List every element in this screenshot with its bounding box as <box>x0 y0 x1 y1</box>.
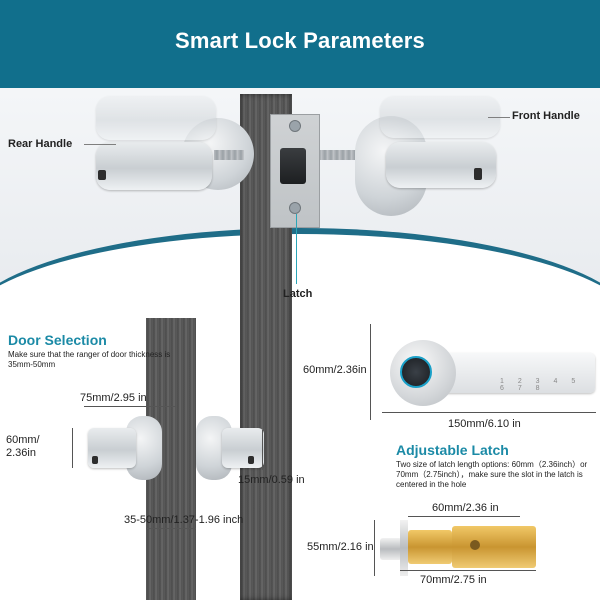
dim-width-line <box>84 406 176 407</box>
latch-label: Latch <box>283 288 313 300</box>
latch-70-line <box>400 570 536 571</box>
latch-height-line <box>374 520 375 576</box>
front-handle-leader <box>488 117 510 118</box>
rear-handle-reflection <box>96 96 216 140</box>
side-keyhole-right-icon <box>248 456 254 464</box>
latch-body-front <box>408 530 452 564</box>
rear-handle-keyhole-icon <box>98 170 106 180</box>
spindle-left <box>214 150 244 160</box>
front-handle-keyhole-icon <box>474 168 482 180</box>
rear-handle-lever <box>96 142 212 190</box>
dim-height-line <box>72 428 73 468</box>
title-banner: Smart Lock Parameters <box>0 0 600 88</box>
side-keyhole-left-icon <box>92 456 98 464</box>
dim-height-label-in: 2.36in <box>6 447 36 459</box>
latch-body-rear <box>452 526 536 568</box>
dim-width-label: 75mm/2.95 in <box>80 392 147 404</box>
keypad-rose <box>390 340 456 406</box>
latch-height-label: 55mm/2.16 in <box>307 541 374 553</box>
adjustable-latch-note: Two size of latch length options: 60mm（2… <box>396 460 588 489</box>
spindle-right <box>292 150 364 160</box>
front-handle-reflection <box>380 96 500 138</box>
keypad-lock-front-view: 1 2 3 4 5 6 7 8 <box>390 340 595 406</box>
screw-bottom-icon <box>289 202 301 214</box>
latch-bolt-head <box>380 538 402 560</box>
dim-thickness-line <box>146 528 196 529</box>
adjustable-latch-heading: Adjustable Latch <box>396 442 509 458</box>
door-selection-note: Make sure that the ranger of door thickn… <box>8 350 171 369</box>
screw-top-icon <box>289 120 301 132</box>
side-lever-right <box>222 428 264 468</box>
fingerprint-sensor-icon <box>400 356 432 388</box>
front-handle-label: Front Handle <box>512 110 580 122</box>
latch-70-label: 70mm/2.75 in <box>420 574 487 586</box>
curved-divider <box>0 228 600 434</box>
keypad-keys: 1 2 3 4 5 6 7 8 <box>500 378 582 392</box>
latch-bolt <box>280 148 306 184</box>
latch-60-label: 60mm/2.36 in <box>432 502 499 514</box>
latch-spindle-hole-icon <box>470 540 480 550</box>
keypad-lever: 1 2 3 4 5 6 7 8 <box>430 353 595 393</box>
front-height-line <box>370 324 371 420</box>
rear-handle-leader <box>84 144 116 145</box>
latch-60-line <box>408 516 520 517</box>
dim-height-label-mm: 60mm/ <box>6 434 40 446</box>
dim-thickness-label: 35-50mm/1.37-1.96 inch <box>124 514 244 526</box>
front-height-label: 60mm/2.36in <box>303 364 367 376</box>
front-length-line <box>382 412 596 413</box>
dim-depth-line <box>262 430 263 470</box>
page-title: Smart Lock Parameters <box>175 28 425 53</box>
front-length-label: 150mm/6.10 in <box>448 418 521 430</box>
door-selection-heading: Door Selection <box>8 332 107 348</box>
dim-depth-label: 15mm/0.59 in <box>238 474 305 486</box>
rear-handle-label: Rear Handle <box>8 138 73 150</box>
latch-faceplate-side <box>400 520 408 576</box>
latch-leader <box>296 214 297 284</box>
front-handle-lever <box>386 142 496 188</box>
